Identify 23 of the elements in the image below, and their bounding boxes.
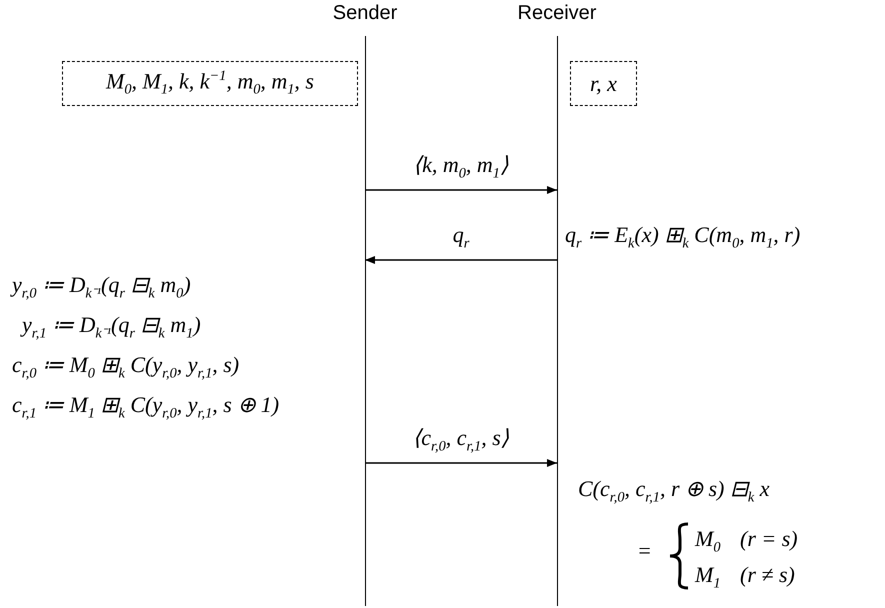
arrow xyxy=(365,186,557,194)
formula: y$_{r,0}$ ≔ D$_{k⁻¹}$(q$_{r}$ ⊟$_{k}$ m$_{0}$) xyxy=(12,272,191,302)
equals-sign: = xyxy=(637,538,652,564)
variable-list: r, x xyxy=(590,70,617,96)
participant-label: Receiver xyxy=(516,2,598,25)
formula: c$_{r,0}$ ≔ M$_{0}$ ⊞$_{k}$ C(y$_{r,0}$, y$_{r,1}$, s) xyxy=(12,352,240,382)
case-value: M$_{0}$ xyxy=(695,526,720,556)
formula: C(c$_{r,0}$, c$_{r,1}$, r ⊕ s) ⊟$_{k}$ x xyxy=(578,476,770,506)
dashed-box xyxy=(62,61,358,106)
case-value: M$_{1}$ xyxy=(695,562,720,592)
formula: q$_{r}$ ≔ E$_{k}$(x) ⊞$_{k}$ C(m$_{0}$, m$_{1}$, r) xyxy=(565,222,800,252)
dashed-box xyxy=(570,61,637,106)
formula: c$_{r,1}$ ≔ M$_{1}$ ⊞$_{k}$ C(y$_{r,0}$, y$_{r,1}$, s ⊕ 1) xyxy=(12,392,280,422)
variable-list: M$_{0}$, M$_{1}$, k, k$^{−1}$, m$_{0}$, m$_{1}$, s xyxy=(106,68,314,99)
edge-label: ⟨k, m$_{0}$, m$_{1}$⟩ xyxy=(413,152,509,182)
case-condition: (r ≠ s) xyxy=(740,562,795,588)
formula: y$_{r,1}$ ≔ D$_{k⁻¹}$(q$_{r}$ ⊟$_{k}$ m$_{1}$) xyxy=(22,312,201,342)
arrow xyxy=(365,459,557,467)
edge-label: ⟨c$_{r,0}$, c$_{r,1}$, s⟩ xyxy=(412,425,510,456)
participant-label: Sender xyxy=(332,2,398,25)
case-condition: (r = s) xyxy=(740,526,798,552)
edge-label: q$_{r}$ xyxy=(452,222,470,252)
arrow xyxy=(365,256,557,264)
